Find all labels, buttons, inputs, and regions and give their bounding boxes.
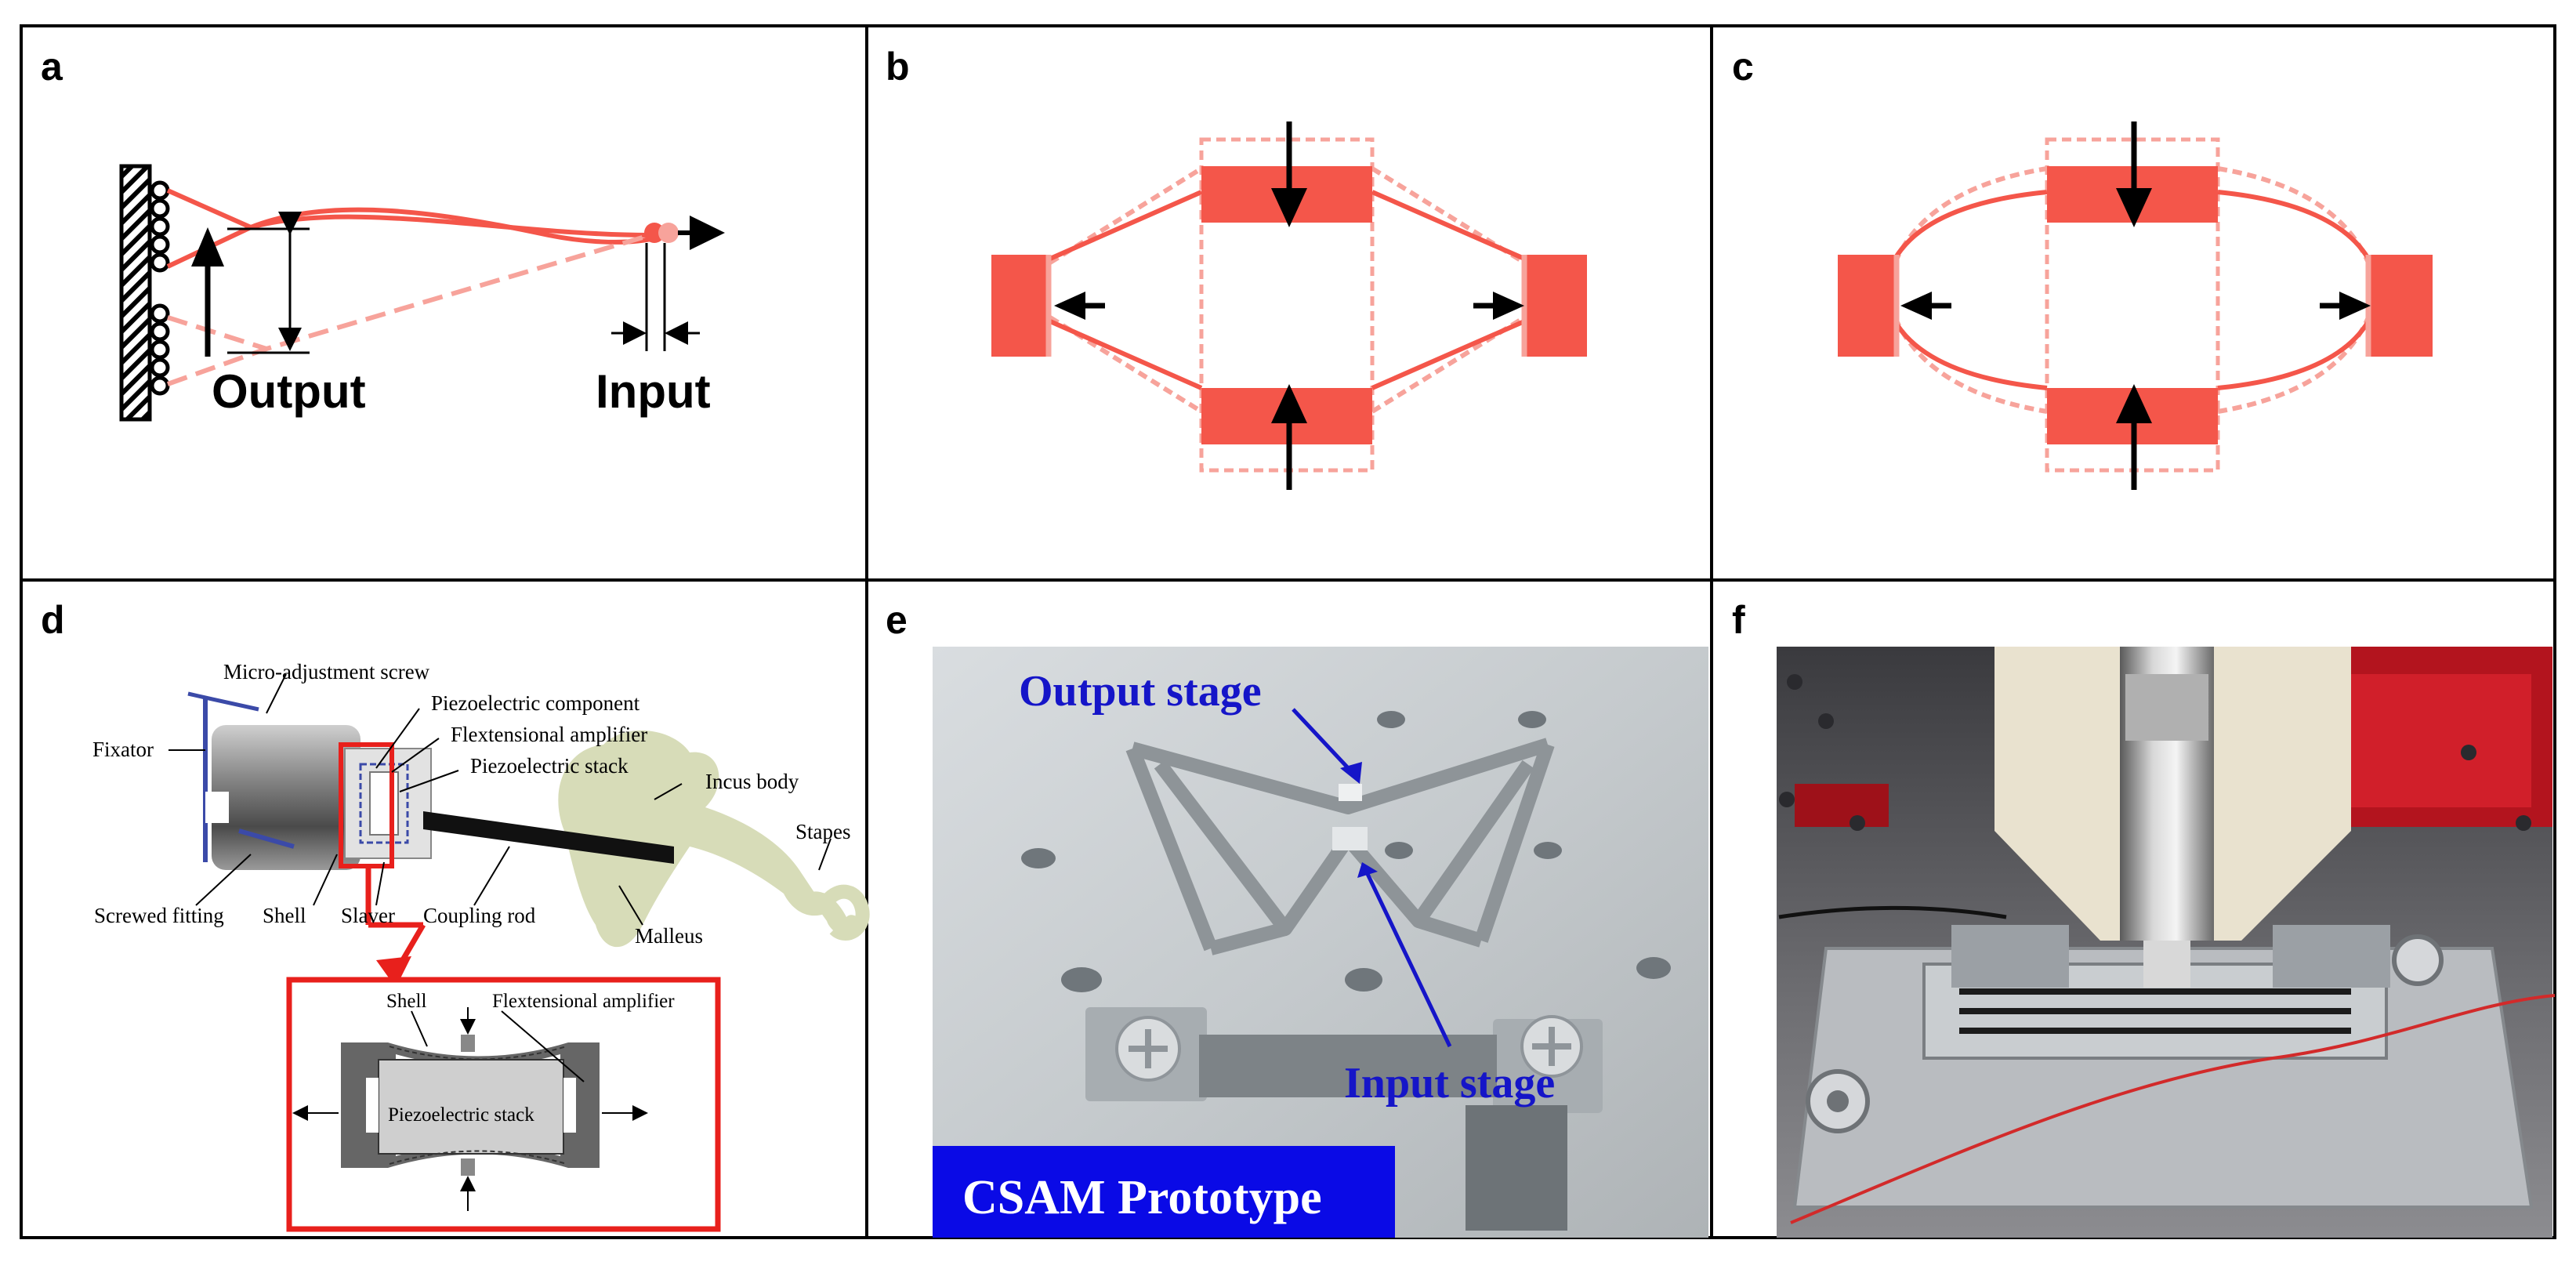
panel-label-a: a xyxy=(41,45,63,89)
input-label: Input xyxy=(596,365,711,418)
fixed-wall xyxy=(119,164,152,422)
label-micro-adjustment-screw: Micro-adjustment screw xyxy=(223,660,430,683)
label-shell: Shell xyxy=(263,904,306,927)
hinge-circles xyxy=(150,180,170,396)
output-arrow-up xyxy=(191,227,224,266)
label-incus-body: Incus body xyxy=(705,770,799,793)
label-flextensional-amplifier: Flextensional amplifier xyxy=(451,723,647,746)
panel-f-test-rig-photo xyxy=(1777,647,2556,1238)
label-coupling-rod: Coupling rod xyxy=(423,904,536,927)
label-stapes: Stapes xyxy=(795,820,851,843)
right-block xyxy=(1524,255,1587,357)
coupling-rod xyxy=(423,811,674,864)
banner-box xyxy=(933,1146,1395,1238)
panel-a-lever-diagram: Output Input xyxy=(119,164,725,422)
mounting-holes xyxy=(1021,711,1671,992)
banner-label: CSAM Prototype xyxy=(962,1171,1322,1224)
inset-label-flextensional-amplifier: Flextensional amplifier xyxy=(492,991,675,1012)
left-block xyxy=(991,255,1049,357)
label-screwed-fitting: Screwed fitting xyxy=(94,904,224,927)
inset-label-shell: Shell xyxy=(386,991,426,1012)
panel-label-d: d xyxy=(41,598,65,642)
flexure-original xyxy=(166,233,651,386)
output-label: Output xyxy=(212,365,366,418)
panel-label-e: e xyxy=(886,598,908,642)
shell-cylinder xyxy=(212,725,360,870)
label-slaver: Slaver xyxy=(341,904,395,927)
ellipse-deformed xyxy=(1893,190,2371,390)
csam-frame xyxy=(1125,738,1555,955)
panel-label-b: b xyxy=(886,45,910,89)
input-arrow-right xyxy=(690,216,725,250)
inset-label-piezoelectric-stack: Piezoelectric stack xyxy=(388,1104,534,1126)
label-malleus: Malleus xyxy=(635,924,703,948)
inset-flextensional: Shell Flextensional amplifier Piezoelect… xyxy=(286,977,721,1232)
input-stage-label: Input stage xyxy=(1344,1059,1555,1108)
label-fixator: Fixator xyxy=(92,738,154,761)
panel-label-f: f xyxy=(1732,598,1745,642)
input-point xyxy=(644,223,665,243)
panel-d-implant-schematic: Micro-adjustment screw Piezoelectric com… xyxy=(92,660,870,1232)
panel-e-prototype-photo: Output stage Input stage CSAM Prototype xyxy=(933,647,1708,1238)
panel-c-elliptic-diagram xyxy=(1838,121,2433,490)
panel-b-rhombus-diagram xyxy=(991,121,1587,490)
rhombus-deformed xyxy=(1049,190,1526,390)
output-stage-label: Output stage xyxy=(1019,667,1262,716)
incus-malleus xyxy=(558,730,833,948)
label-piezoelectric-component: Piezoelectric component xyxy=(431,691,640,715)
panel-label-c: c xyxy=(1732,45,1754,89)
label-piezoelectric-stack: Piezoelectric stack xyxy=(470,754,629,778)
